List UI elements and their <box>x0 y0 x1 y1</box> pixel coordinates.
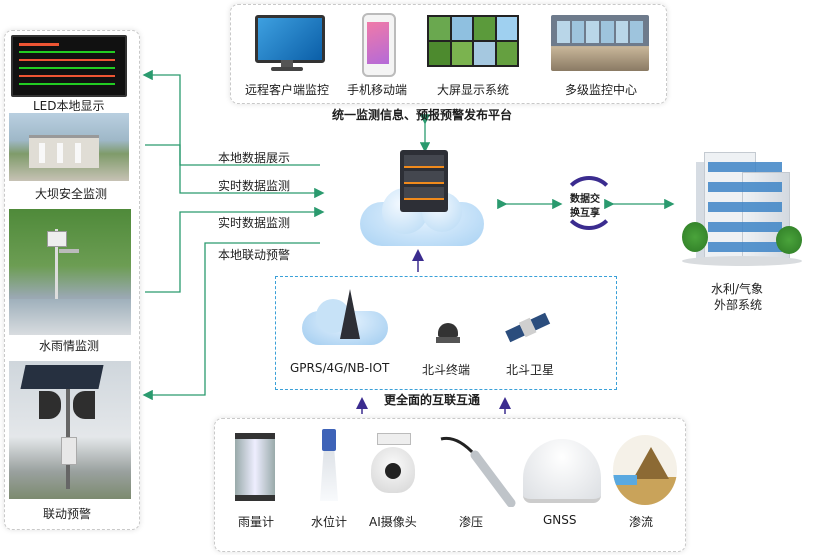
sensor-label-camera: AI摄像头 <box>369 515 417 529</box>
monitor-icon <box>251 15 325 73</box>
top-panel-caption: 统一监测信息、预报预警发布平台 <box>332 108 513 122</box>
sensor-label-gnss: GNSS <box>543 513 577 527</box>
cloud-server-icon <box>360 150 484 248</box>
exchange-label-2: 换互享 <box>570 208 600 219</box>
comm-panel: GPRS/4G/NB-IOT 北斗终端 北斗卫星 <box>275 276 617 390</box>
video-wall-icon <box>427 15 519 67</box>
comm-label-gprs: GPRS/4G/NB-IOT <box>290 361 390 375</box>
sensor-panel: 雨量计 水位计 AI摄像头 渗压 GNSS 渗流 <box>214 418 686 552</box>
sensor-label-piezometer: 渗压 <box>459 515 484 529</box>
led-screen-icon <box>11 35 127 97</box>
flow-line-local-display <box>142 69 320 166</box>
gnss-icon <box>523 439 601 503</box>
comm-label-terminal: 北斗终端 <box>422 363 471 377</box>
left-item-label-rain: 水雨情监测 <box>39 339 100 353</box>
exchange-cycle-icon <box>562 176 616 230</box>
cell-tower-icon <box>302 285 388 347</box>
control-room-icon <box>551 15 649 71</box>
sensor-label-rain-gauge: 雨量计 <box>238 515 275 529</box>
seepage-icon <box>613 435 677 505</box>
exchange-label-1: 数据交 <box>570 194 600 205</box>
top-item-label-videowall: 大屏显示系统 <box>437 83 510 97</box>
flow-label-dam-monitor: 实时数据监测 <box>218 179 291 193</box>
sensor-label-water-level: 水位计 <box>311 515 348 529</box>
comm-label-satellite: 北斗卫星 <box>506 363 555 377</box>
beidou-terminal-icon <box>436 323 460 345</box>
sensor-label-seepage: 渗流 <box>629 515 654 529</box>
flow-line-dam-monitor <box>145 144 325 199</box>
satellite-icon <box>501 303 557 353</box>
external-label-1: 水利/气象 <box>711 282 764 296</box>
top-platform-panel: 远程客户端监控 手机移动端 大屏显示系统 多级监控中心 <box>230 4 667 104</box>
left-item-label-dam: 大坝安全监测 <box>35 187 108 201</box>
top-item-label-remote: 远程客户端监控 <box>245 83 330 97</box>
flow-label-alarm: 本地联动预警 <box>218 248 291 262</box>
left-field-panel: LED本地显示 大坝安全监测 水雨情监测 联动预警 <box>4 30 140 530</box>
phone-icon <box>362 13 396 77</box>
flow-label-local-display: 本地数据展示 <box>218 151 291 165</box>
piezometer-icon <box>437 433 517 507</box>
top-item-label-mobile: 手机移动端 <box>347 83 408 97</box>
external-label-2: 外部系统 <box>714 298 763 312</box>
left-item-label-led: LED本地显示 <box>33 99 105 113</box>
flow-label-rain-monitor: 实时数据监测 <box>218 216 291 230</box>
water-level-icon <box>318 429 340 501</box>
rain-gauge-icon <box>235 433 275 501</box>
comm-panel-caption: 更全面的互联互通 <box>384 393 481 407</box>
siren-icon <box>9 361 131 499</box>
rain-station-icon <box>9 209 131 335</box>
flow-line-rain-monitor <box>145 206 325 293</box>
left-item-label-siren: 联动预警 <box>43 507 92 521</box>
dam-icon <box>9 113 129 181</box>
building-icon <box>682 140 802 268</box>
flow-line-alarm <box>142 242 320 401</box>
camera-icon <box>371 433 415 497</box>
top-item-label-center: 多级监控中心 <box>565 83 638 97</box>
